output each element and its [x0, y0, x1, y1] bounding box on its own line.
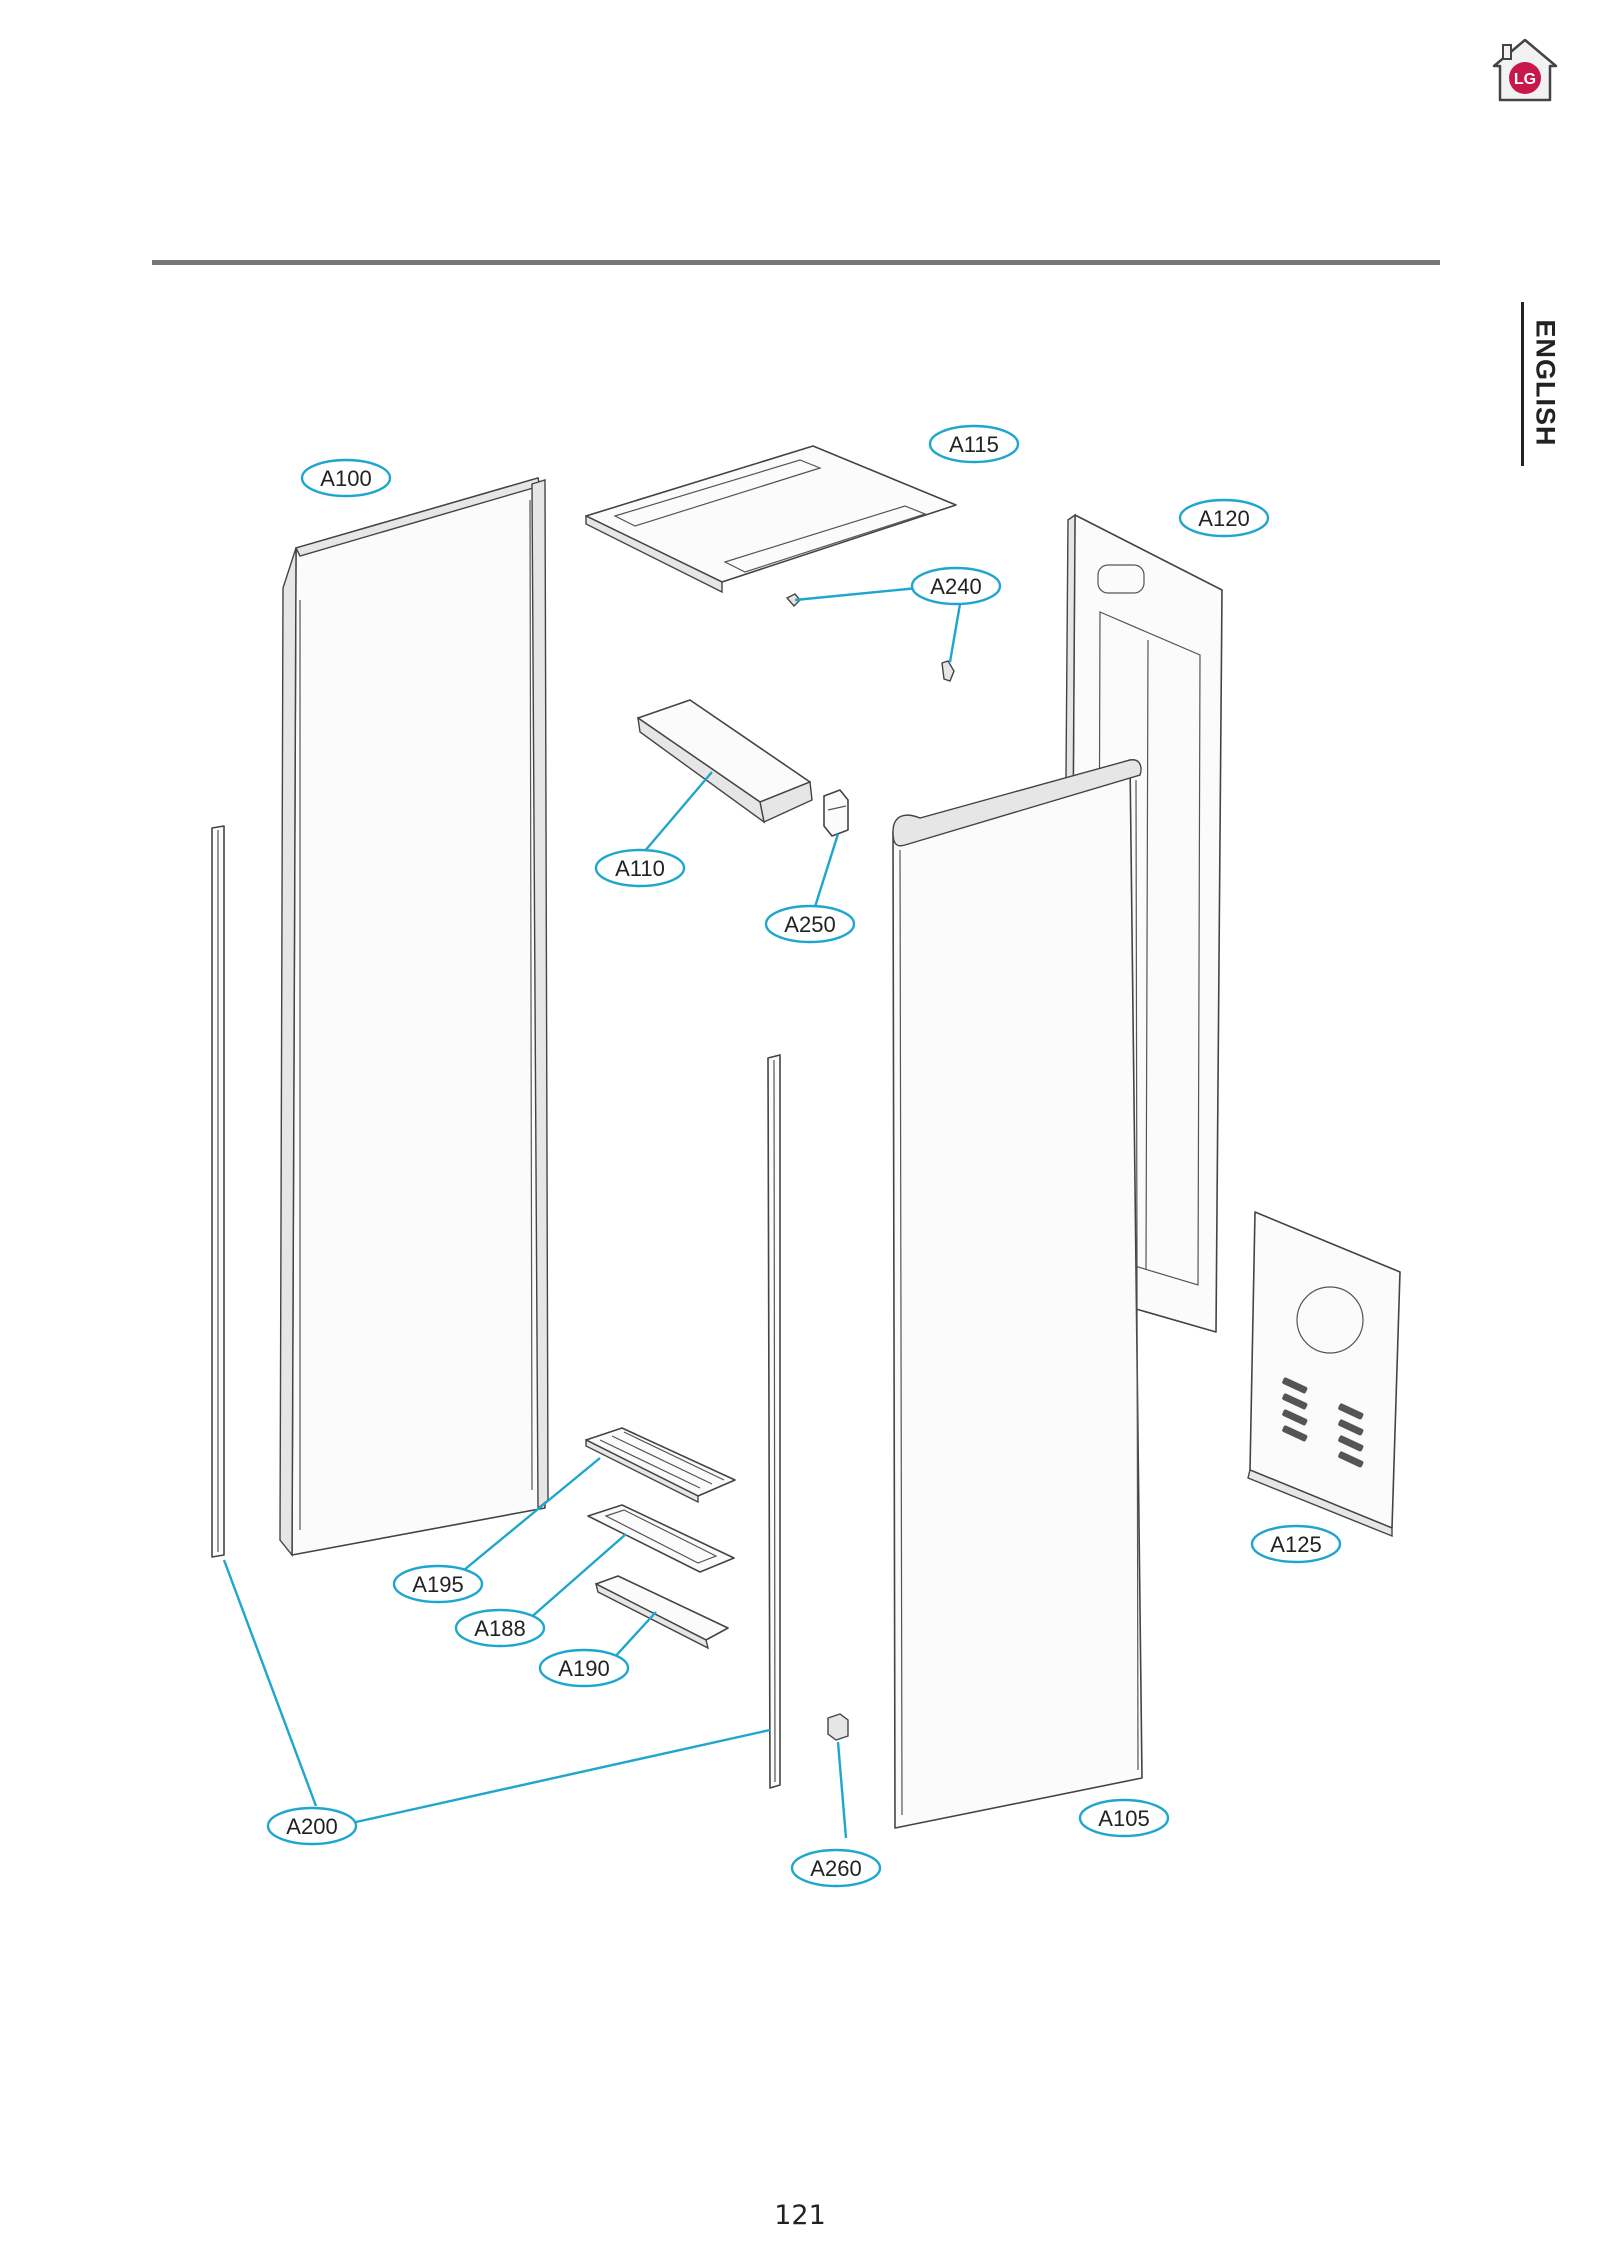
callout-a100-text: A100	[320, 466, 371, 491]
callout-a110-text: A110	[615, 856, 665, 881]
leader-a260	[836, 1741, 848, 1839]
callout-a240-text: A240	[930, 574, 981, 599]
leader-a250	[812, 833, 840, 911]
language-tab-bar	[1521, 302, 1524, 466]
callout-a195-text: A195	[412, 1572, 463, 1597]
callout-a200-text: A200	[286, 1814, 337, 1839]
lg-home-icon[interactable]: LG	[1490, 36, 1560, 106]
part-a190-tray	[594, 1575, 729, 1650]
a125-vent-slots	[1282, 1377, 1364, 1468]
part-a195-grille	[585, 1427, 736, 1504]
part-a250-bracket	[823, 789, 849, 837]
callout-a125-text: A125	[1270, 1532, 1321, 1557]
callout-a115-text: A115	[949, 432, 999, 457]
callout-a188: A188	[454, 1608, 546, 1648]
callout-a195: A195	[392, 1564, 484, 1604]
part-a200-left-strip	[211, 825, 225, 1558]
callout-a250: A250	[764, 904, 856, 944]
part-a115-top-cover	[585, 445, 957, 594]
page-number: 121	[774, 2200, 826, 2231]
part-a105-front-panel	[892, 759, 1143, 1829]
callout-a125: A125	[1250, 1524, 1342, 1564]
callout-a200: A200	[266, 1806, 358, 1846]
callout-a190: A190	[538, 1648, 630, 1688]
callout-a120: A120	[1178, 498, 1270, 538]
part-a188-frame	[587, 1504, 735, 1573]
callout-a188-text: A188	[474, 1616, 525, 1641]
leader-a200-left	[222, 1559, 318, 1807]
leader-a200-center	[355, 1728, 771, 1824]
part-a240-clips	[785, 593, 955, 682]
callout-a250-text: A250	[784, 912, 835, 937]
callout-a190-text: A190	[558, 1656, 609, 1681]
part-a110-channel	[637, 699, 813, 824]
callout-a260: A260	[790, 1848, 882, 1888]
part-a125-lower-cover	[1247, 1211, 1401, 1538]
leader-a110	[643, 771, 713, 853]
callout-a110: A110	[594, 848, 686, 888]
leader-lines	[222, 586, 962, 1839]
callout-a260-text: A260	[810, 1856, 861, 1881]
callout-a105-text: A105	[1098, 1806, 1149, 1831]
leader-a190	[611, 1611, 657, 1661]
svg-text:LG: LG	[1514, 71, 1536, 88]
callout-a100: A100	[300, 458, 392, 498]
part-center-strip	[767, 1054, 781, 1789]
callout-a120-text: A120	[1198, 506, 1249, 531]
callout-a240: A240	[910, 566, 1002, 606]
leader-a195	[463, 1457, 601, 1571]
leader-a240-b	[948, 603, 962, 663]
part-a260-cap	[827, 1713, 849, 1741]
callout-a105: A105	[1078, 1798, 1170, 1838]
callout-a115: A115	[928, 424, 1020, 464]
leader-a240	[794, 586, 919, 602]
part-a100-side-panel	[279, 477, 549, 1557]
leader-a188	[527, 1533, 627, 1621]
header-rule	[152, 260, 1440, 265]
